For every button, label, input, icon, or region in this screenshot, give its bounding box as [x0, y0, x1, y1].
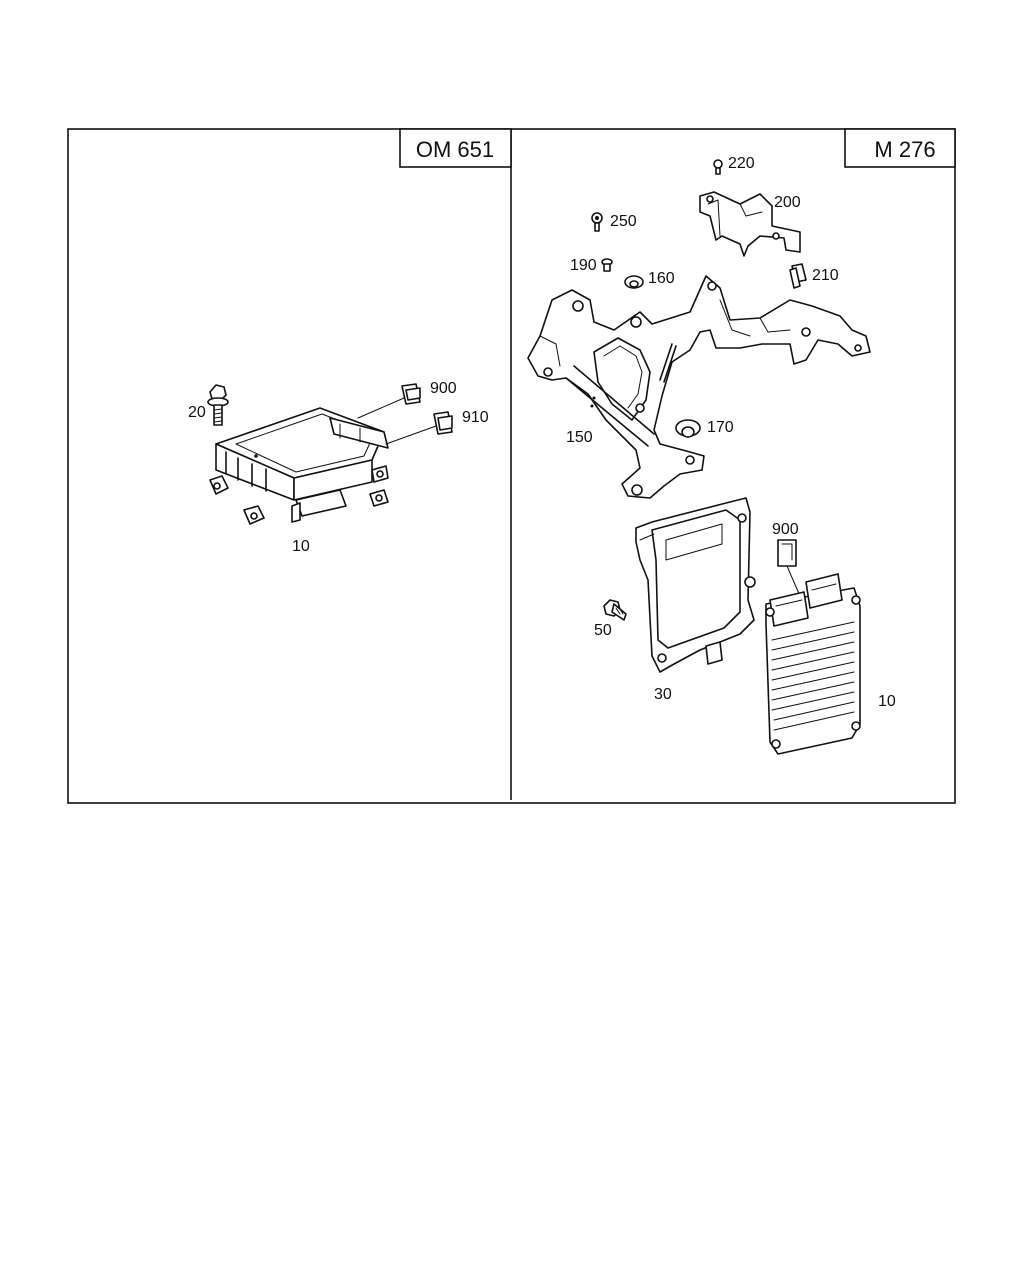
right-panel-header: M 276 — [844, 128, 956, 168]
left-panel-header: OM 651 — [399, 128, 512, 168]
callout-10-left: 10 — [292, 538, 310, 555]
bolt-20-drawing — [207, 384, 229, 426]
callout-190: 190 — [570, 257, 597, 274]
callout-910: 910 — [462, 409, 489, 426]
bracket-200-drawing — [699, 191, 801, 257]
grommet-160-drawing — [624, 275, 644, 289]
bolt-250-drawing — [591, 212, 603, 232]
callout-50: 50 — [594, 622, 612, 639]
control-unit-10-left-drawing — [209, 407, 389, 525]
plug-910-left-drawing — [385, 411, 453, 445]
left-panel-title: OM 651 — [416, 137, 494, 162]
callout-200: 200 — [774, 194, 801, 211]
plug-900-left-drawing — [357, 383, 421, 419]
control-unit-10-right-drawing — [765, 573, 861, 755]
callout-170: 170 — [707, 419, 734, 436]
grommet-170-drawing — [675, 419, 701, 438]
callout-10-right: 10 — [878, 693, 896, 710]
mounting-frame-150-drawing — [527, 275, 871, 499]
callout-250: 250 — [610, 213, 637, 230]
callout-20: 20 — [188, 404, 206, 421]
callout-150: 150 — [566, 429, 593, 446]
bracket-30-drawing — [635, 497, 756, 673]
bolt-220-drawing — [713, 159, 723, 175]
clip-210-drawing — [789, 263, 807, 289]
callout-900-right: 900 — [772, 521, 799, 538]
callout-210: 210 — [812, 267, 839, 284]
callout-160: 160 — [648, 270, 675, 287]
bolt-50-drawing — [603, 599, 627, 621]
callout-900-left: 900 — [430, 380, 457, 397]
bolt-190-drawing — [601, 258, 613, 272]
plug-900-right-drawing — [777, 539, 801, 597]
callout-30: 30 — [654, 686, 672, 703]
callout-220: 220 — [728, 155, 755, 172]
right-panel-title: M 276 — [874, 137, 935, 162]
